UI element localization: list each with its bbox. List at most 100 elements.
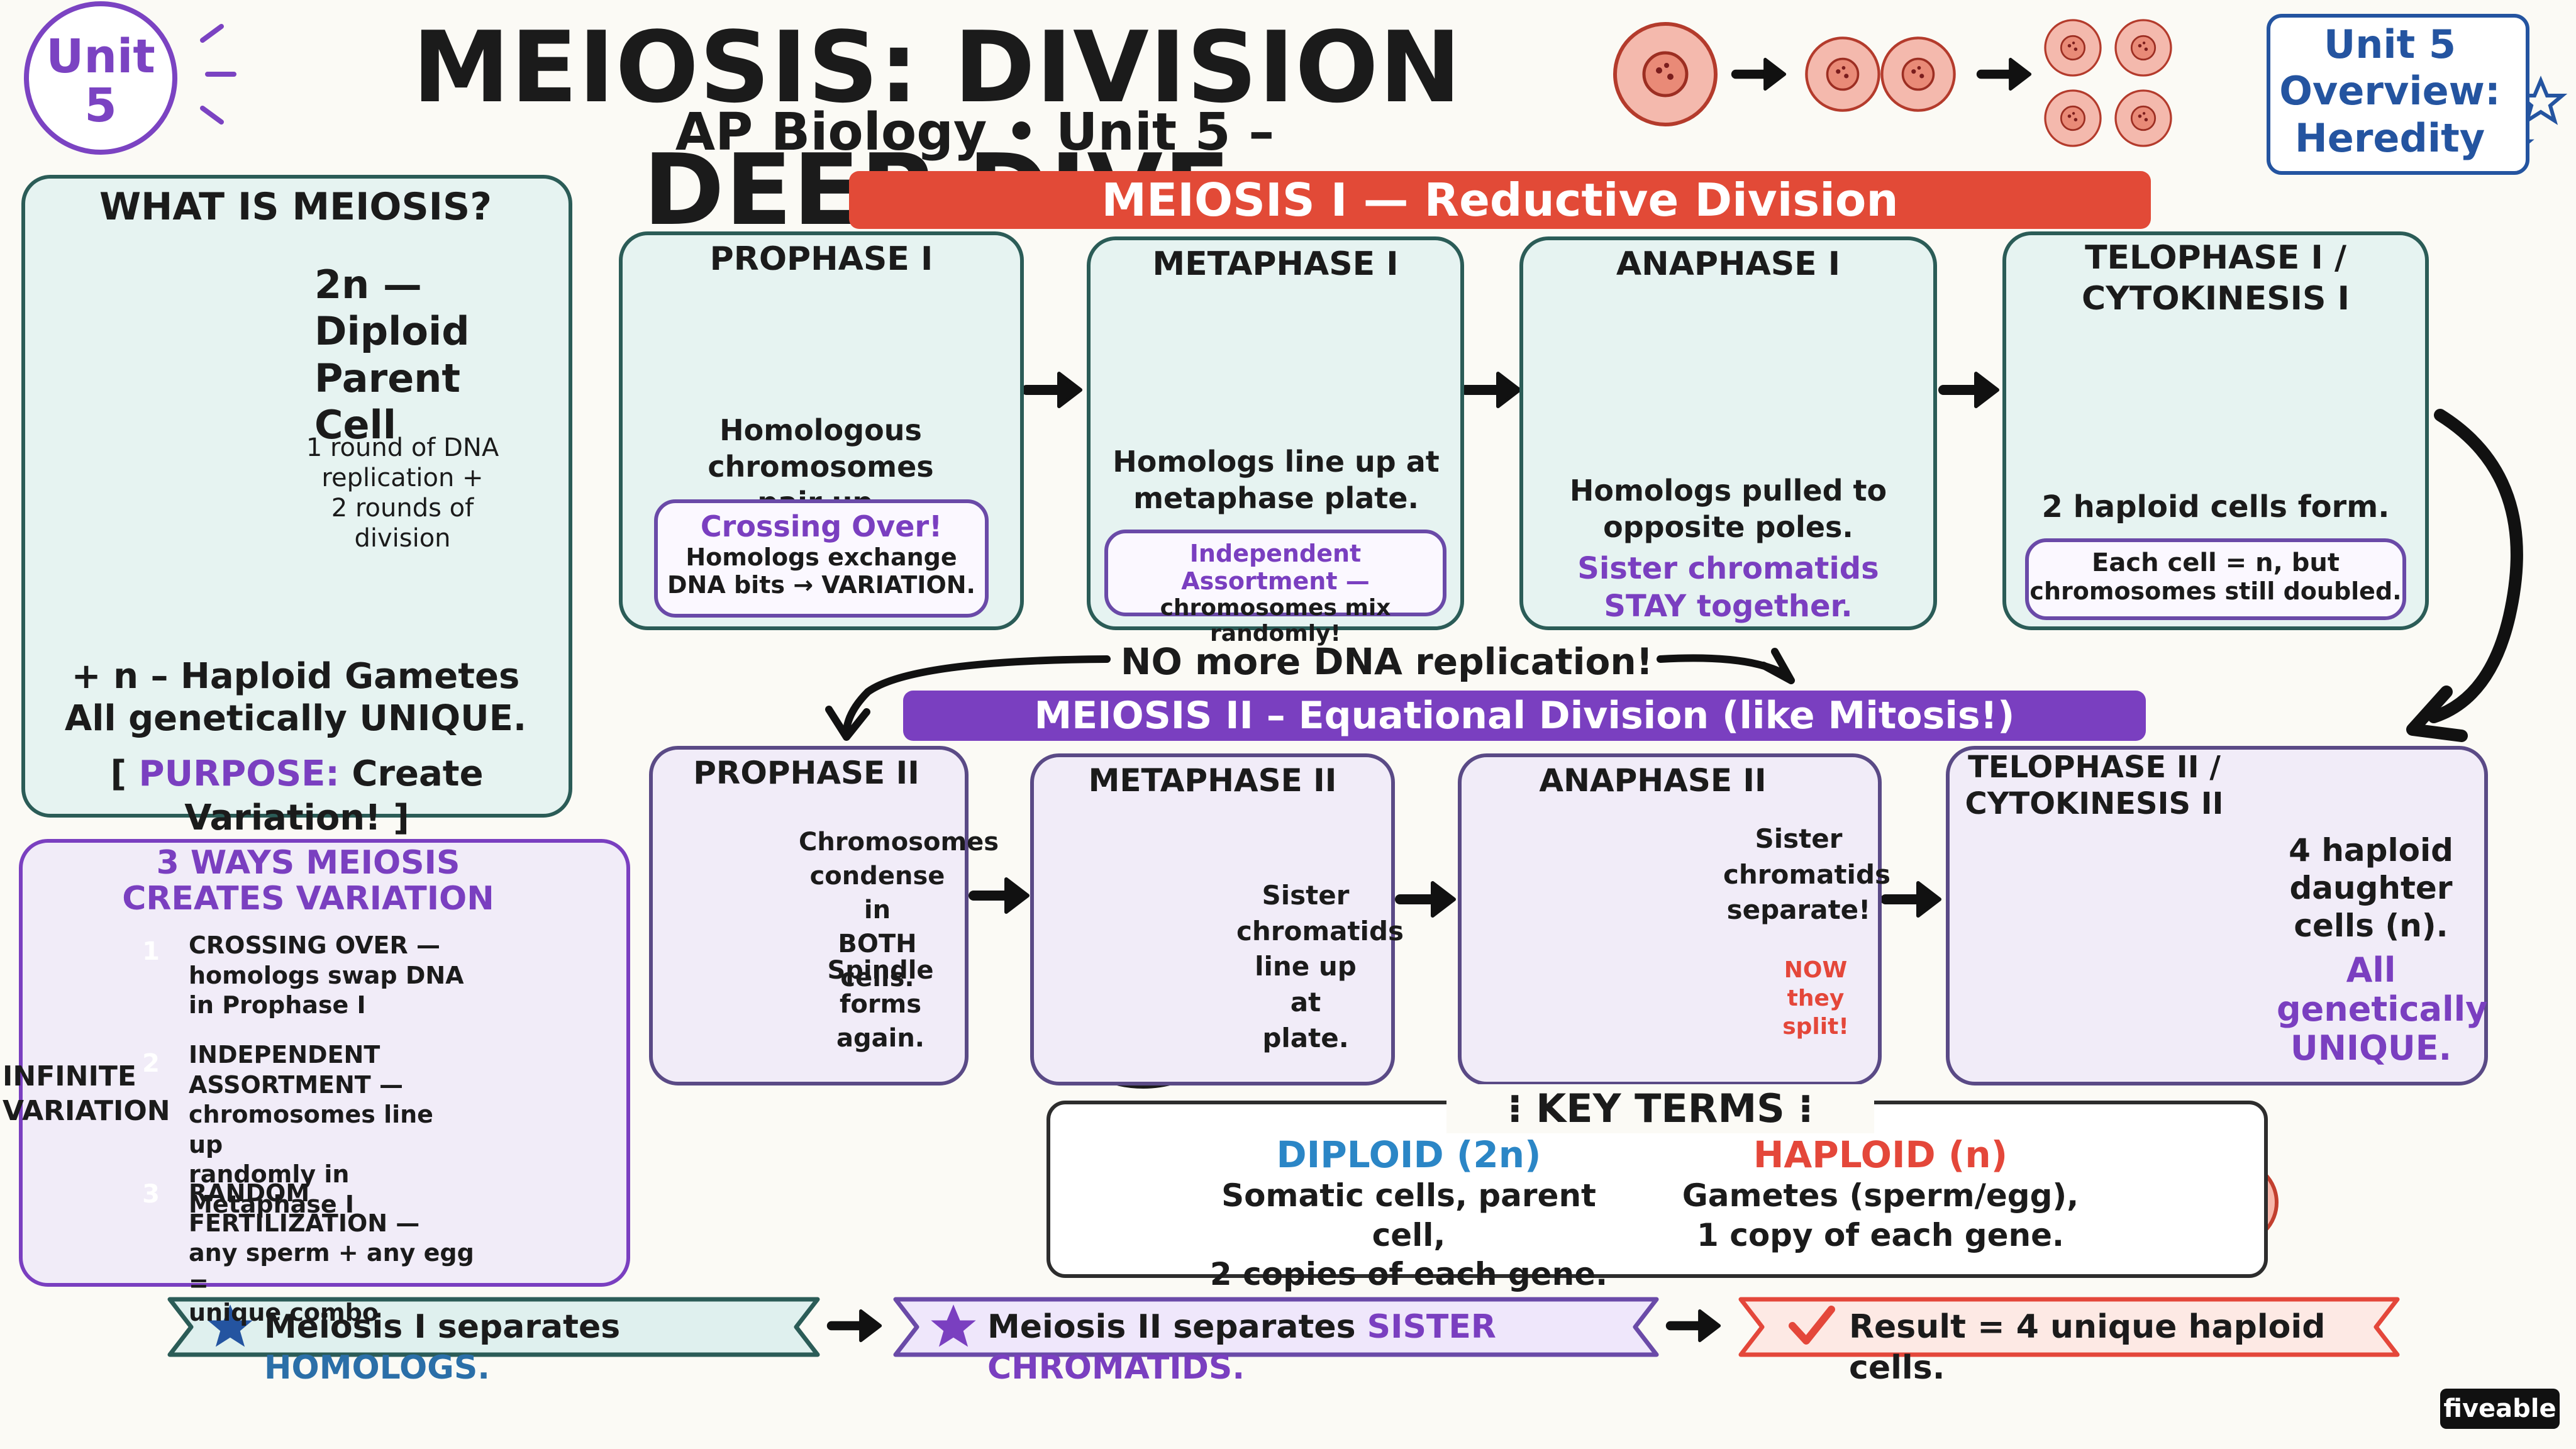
parent-label-3: Parent Cell [314, 355, 461, 448]
telophase2-text-2: daughter [2289, 870, 2453, 906]
way-1-line-3: in Prophase I [189, 991, 366, 1019]
way-3-text: RANDOM FERTILIZATION — any sperm + any e… [189, 1179, 491, 1328]
prophase2-text-2c: again. [836, 1024, 924, 1053]
anaphase2-text-1: Sister [1755, 823, 1843, 854]
gametes-line-1: + n – Haploid Gametes [71, 656, 520, 697]
prophase2-panel [649, 746, 969, 1085]
telophase1-title: TELOPHASE I / CYTOKINESIS I [2002, 238, 2429, 319]
anaphase2-text: Sister chromatids separate! [1723, 821, 1891, 928]
unit-badge-number: 5 [84, 78, 117, 133]
diploid-text-1: Somatic cells, parent cell, [1221, 1177, 1596, 1253]
telophase1-note-1: Each cell = n, but [2092, 548, 2340, 577]
way-1-number: 1 [142, 937, 160, 966]
prophase2-text-2a: Spindle [827, 956, 934, 985]
parent-label-1: 2n — [314, 262, 422, 308]
summary-ribbon-2-shape [893, 1297, 1659, 1357]
unique-line-1: All [2346, 950, 2396, 990]
what-is-title: WHAT IS MEIOSIS? [99, 185, 492, 229]
prophase2-text-1b: condense in [809, 862, 945, 924]
process-line-2: replication + [321, 464, 484, 492]
way-3-number: 3 [142, 1180, 160, 1209]
summary-meiosis1: Meiosis I separates HOMOLOGS. [264, 1307, 805, 1389]
metaphase1-title: METAPHASE I [1152, 245, 1399, 283]
telophase1-caption: 2 haploid cells form. [2041, 489, 2390, 525]
no-replication-note: NO more DNA replication! [1120, 640, 1653, 683]
summary-ribbon-1-shape [167, 1297, 820, 1357]
way-2-line-3: chromosomes line up [189, 1101, 433, 1158]
prophase1-caption-1: Homologous chromosomes [708, 413, 934, 484]
unique-line-2: genetically [2277, 989, 2488, 1030]
anaphase1-note-2: STAY together. [1604, 589, 1853, 624]
prophase2-text-1a: Chromosomes [799, 828, 999, 857]
unit-badge: Unit 5 [38, 32, 164, 133]
metaphase1-caption: Homologs line up at metaphase plate. [1091, 444, 1462, 516]
what-is-panel [21, 175, 572, 818]
anaphase1-caption-1: Homologs pulled to [1569, 474, 1887, 508]
anaphase2-text-2: chromatids [1723, 858, 1891, 890]
haploid-title: HAPLOID (n) [1753, 1133, 2008, 1176]
summary-1-highlight: HOMOLOGS. [264, 1349, 491, 1387]
haploid-text-1: Gametes (sperm/egg), [1682, 1177, 2079, 1214]
overview-line-3: Heredity [2294, 114, 2485, 161]
telophase1-title-2: CYTOKINESIS I [2082, 280, 2350, 318]
anaphase1-title: ANAPHASE I [1616, 245, 1841, 283]
summary-1-text: Meiosis I separates [264, 1308, 621, 1346]
key-terms-deco-right: ⁝ [1784, 1085, 1813, 1131]
assortment-line-1: Independent Assortment — [1181, 540, 1370, 595]
anaphase1-caption: Homologs pulled to opposite poles. [1522, 473, 1935, 545]
badge-line-2: they [1787, 985, 1845, 1011]
cell-sequence-icon [1615, 19, 2172, 147]
anaphase2-title: ANAPHASE II [1539, 762, 1767, 799]
parent-label-2: Diploid [314, 308, 470, 355]
three-ways-title: 3 WAYS MEIOSIS CREATES VARIATION [94, 845, 522, 917]
crossing-over-line-2: DNA bits → VARIATION. [667, 571, 975, 599]
meiosis2-banner: MEIOSIS II – Equational Division (like M… [903, 691, 2146, 741]
anaphase1-caption-2: opposite poles. [1603, 509, 1853, 544]
way-3-line-3: unique combo [189, 1299, 379, 1326]
prophase2-title: PROPHASE II [693, 755, 919, 791]
telophase2-text-3: cells (n). [2294, 908, 2448, 944]
process-line-1: 1 round of DNA [306, 433, 499, 462]
way-1-text: CROSSING OVER — homologs swap DNA in Pro… [189, 931, 465, 1021]
summary-2-text: Meiosis II separates [987, 1308, 1367, 1346]
way-2-number: 2 [142, 1049, 160, 1078]
way-2-line-4: randomly in Metaphase I [189, 1160, 355, 1218]
anaphase1-panel [1519, 236, 1937, 630]
haploid-text: Gametes (sperm/egg), 1 copy of each gene… [1654, 1176, 2107, 1255]
summary-ribbon-3-shape [1738, 1297, 2400, 1357]
telophase2-title: TELOPHASE II / CYTOKINESIS II [1950, 750, 2239, 822]
now-they-split-badge: NOW they split! [1768, 956, 1863, 1041]
diploid-text-2: 2 copies of each gene. [1209, 1256, 1608, 1292]
prophase1-title: PROPHASE I [709, 240, 933, 278]
prophase2-text-2b: forms [839, 990, 922, 1019]
parent-cell-label: 2n — Diploid Parent Cell [314, 262, 541, 449]
gametes-label: + n – Haploid Gametes All genetically UN… [38, 655, 553, 740]
telophase2-title-1: TELOPHASE II / [1968, 750, 2221, 785]
three-ways-title-2: CREATES VARIATION [122, 880, 494, 918]
haploid-text-2: 1 copy of each gene. [1697, 1216, 2064, 1253]
anaphase1-note: Sister chromatids STAY together. [1522, 550, 1935, 625]
crossing-over-line-1: Homologs exchange [686, 543, 957, 571]
telophase1-note-2: chromosomes still doubled. [2029, 577, 2402, 605]
anaphase2-panel [1458, 753, 1882, 1085]
telophase2-panel [1946, 746, 2488, 1085]
badge-line-1: NOW [1784, 957, 1848, 983]
purpose-label: PURPOSE: [138, 753, 340, 794]
brand-logo: fiveable [2440, 1389, 2560, 1429]
metaphase2-text-3: line up at [1255, 951, 1357, 1018]
telophase2-text-1: 4 haploid [2289, 832, 2453, 869]
anaphase1-note-1: Sister chromatids [1577, 551, 1879, 586]
three-ways-title-1: 3 WAYS MEIOSIS [156, 844, 460, 882]
overview-line-2: Overview: [2279, 68, 2501, 114]
telophase2-unique: All genetically UNIQUE. [2277, 950, 2488, 1068]
way-1-line-2: homologs swap DNA [189, 961, 464, 989]
meiosis1-banner: MEIOSIS I — Reductive Division [849, 171, 2151, 229]
gametes-line-2: All genetically UNIQUE. [64, 698, 527, 740]
metaphase2-title: METAPHASE II [1088, 762, 1337, 799]
way-2-text: INDEPENDENT ASSORTMENT — chromosomes lin… [189, 1040, 465, 1219]
diploid-title: DIPLOID (2n) [1276, 1133, 1541, 1176]
telophase2-text: 4 haploid daughter cells (n). [2283, 831, 2459, 945]
assortment-line-2: chromosomes mix randomly! [1160, 595, 1391, 647]
independent-assortment-note: Independent Assortment — chromosomes mix… [1104, 530, 1446, 647]
purpose-bracket-open: [ [110, 753, 139, 794]
